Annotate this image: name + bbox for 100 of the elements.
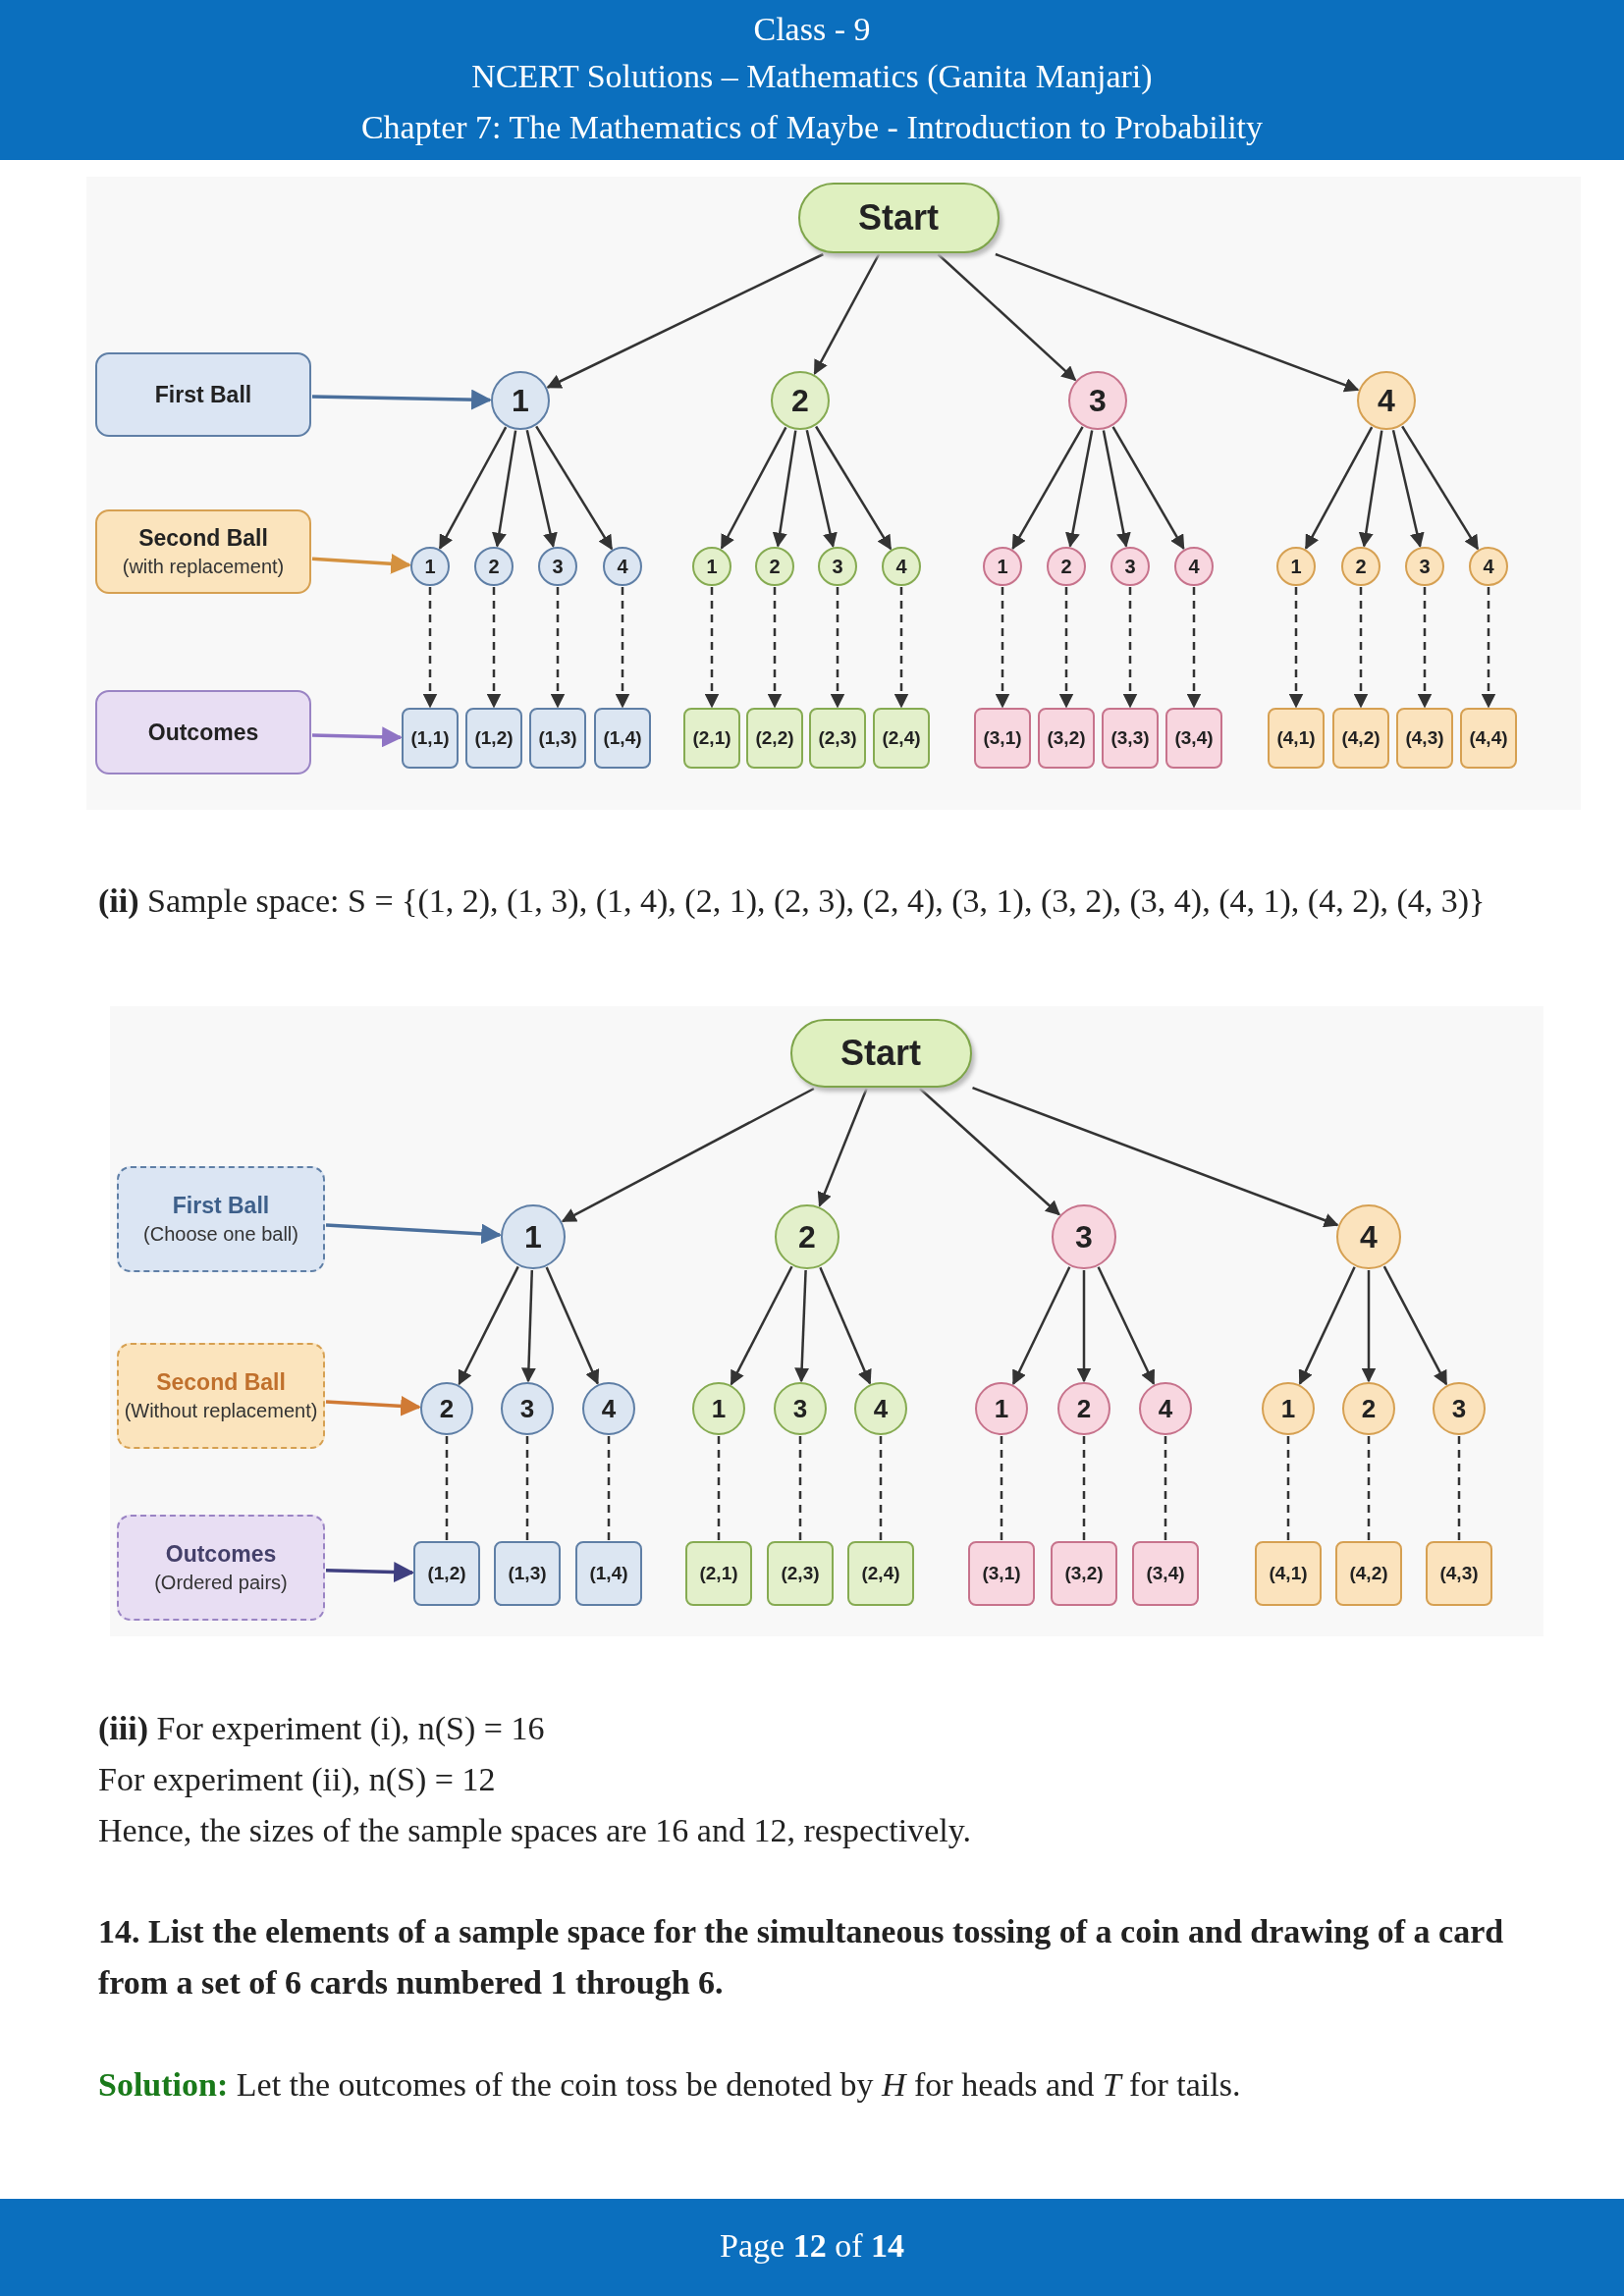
dashed-line (1000, 1436, 1003, 1540)
label-heading: Second Ball (156, 1369, 286, 1396)
arrow (1065, 430, 1094, 548)
dashed-arrow (486, 587, 502, 709)
arrow (1111, 426, 1185, 551)
dashed-arrow (893, 587, 909, 709)
dashed-arrow (767, 587, 783, 709)
arrow (311, 389, 493, 410)
level-label-box (117, 1515, 325, 1621)
level-label-box (117, 1166, 325, 1272)
paragraph: Hence, the sizes of the sample spaces are 16 and 12, respectively. (98, 1811, 972, 1850)
dashed-arrow (550, 587, 566, 709)
arrow (794, 1269, 810, 1383)
arrow (1097, 1266, 1156, 1386)
dashed-arrow (704, 587, 720, 709)
arrow (1358, 430, 1383, 548)
start-box: Start (797, 183, 1000, 253)
arrow (1102, 430, 1131, 548)
arrow (325, 1395, 422, 1416)
outcome-box: (2,3) (809, 708, 866, 769)
dashed-line (1164, 1436, 1167, 1540)
outcome-box: (3,2) (1038, 708, 1095, 769)
dashed-arrow (1186, 587, 1202, 709)
arrow (815, 425, 893, 551)
arrow (311, 726, 404, 748)
arrow (805, 429, 838, 548)
paragraph: (iii) For experiment (i), n(S) = 16 (98, 1709, 546, 1748)
dashed-arrow (422, 587, 438, 709)
start-box: Start (789, 1019, 972, 1088)
outcome-box: (3,1) (974, 708, 1031, 769)
outcome-box: (2,1) (683, 708, 740, 769)
arrow (520, 1269, 536, 1383)
outcome-box: (1,3) (494, 1541, 561, 1606)
dashed-line (607, 1436, 611, 1540)
question-text: 14. List the elements of a sample space for the simultaneous tossing of a coin and drawing of a card from a set of 6 cards numbered 1 through 6. (98, 1912, 1505, 2002)
solution-text: Solution: Let the outcomes of the coin toss be denoted by H for heads and T for tails. (98, 2065, 1242, 2105)
arrow (492, 430, 517, 548)
arrow (546, 252, 824, 389)
outcome-box: (1,2) (465, 708, 522, 769)
dashed-arrow (1417, 587, 1433, 709)
outcome-box: (3,4) (1165, 708, 1222, 769)
outcome-box: (4,2) (1335, 1541, 1402, 1606)
arrow (937, 253, 1077, 382)
label-note: (Choose one ball) (143, 1223, 298, 1246)
dashed-line (879, 1436, 883, 1540)
dashed-line (1367, 1436, 1371, 1540)
outcome-box: (3,4) (1132, 1541, 1199, 1606)
arrow (1011, 1266, 1071, 1386)
outcome-box: (2,2) (746, 708, 803, 769)
dashed-line (1457, 1436, 1461, 1540)
arrow (1382, 1265, 1448, 1386)
arrow (458, 1265, 519, 1386)
level-label-box (117, 1343, 325, 1449)
dashed-arrow (1058, 587, 1074, 709)
arrow (819, 1266, 872, 1385)
arrow (325, 1223, 503, 1245)
arrow (813, 253, 881, 375)
arrow (545, 1266, 600, 1385)
outcome-box: (3,3) (1102, 708, 1159, 769)
outcome-box: (4,1) (1268, 708, 1325, 769)
dashed-line (1082, 1436, 1086, 1540)
arrow (1304, 426, 1374, 550)
dashed-line (717, 1436, 721, 1540)
dashed-arrow (1288, 587, 1304, 709)
arrow (730, 1265, 793, 1386)
arrow (561, 1087, 815, 1223)
outcome-box: (3,2) (1051, 1541, 1117, 1606)
dashed-line (1286, 1436, 1290, 1540)
level-label-box: Outcomes (95, 690, 311, 774)
arrow (972, 1087, 1339, 1228)
arrow (1298, 1266, 1356, 1385)
dashed-line (525, 1436, 529, 1540)
outcome-box: (1,2) (413, 1541, 480, 1606)
paragraph: For experiment (ii), n(S) = 12 (98, 1760, 497, 1799)
dashed-line (798, 1436, 802, 1540)
dashed-arrow (1353, 587, 1369, 709)
outcome-box: (2,4) (847, 1541, 914, 1606)
arrow (1011, 426, 1084, 551)
outcome-box: (1,4) (594, 708, 651, 769)
arrow (995, 252, 1360, 393)
dashed-arrow (995, 587, 1010, 709)
outcome-box: (4,4) (1460, 708, 1517, 769)
label-note: (Ordered pairs) (154, 1572, 288, 1594)
outcome-box: (1,3) (529, 708, 586, 769)
dashed-arrow (830, 587, 845, 709)
arrow (535, 425, 614, 551)
arrow (1076, 1270, 1092, 1383)
outcome-box: (1,4) (575, 1541, 642, 1606)
arrow (525, 429, 558, 548)
label-note: (with replacement) (122, 556, 285, 578)
outcome-box: (3,1) (968, 1541, 1035, 1606)
label-heading: First Ball (172, 1193, 270, 1219)
dashed-arrow (1122, 587, 1138, 709)
dashed-line (445, 1436, 449, 1540)
label-note: (Without replacement) (124, 1400, 318, 1422)
outcome-box: (4,2) (1332, 708, 1389, 769)
arrow (720, 426, 787, 550)
outcome-box: (2,1) (685, 1541, 752, 1606)
arrow (1401, 425, 1480, 551)
level-label-box (95, 509, 311, 594)
